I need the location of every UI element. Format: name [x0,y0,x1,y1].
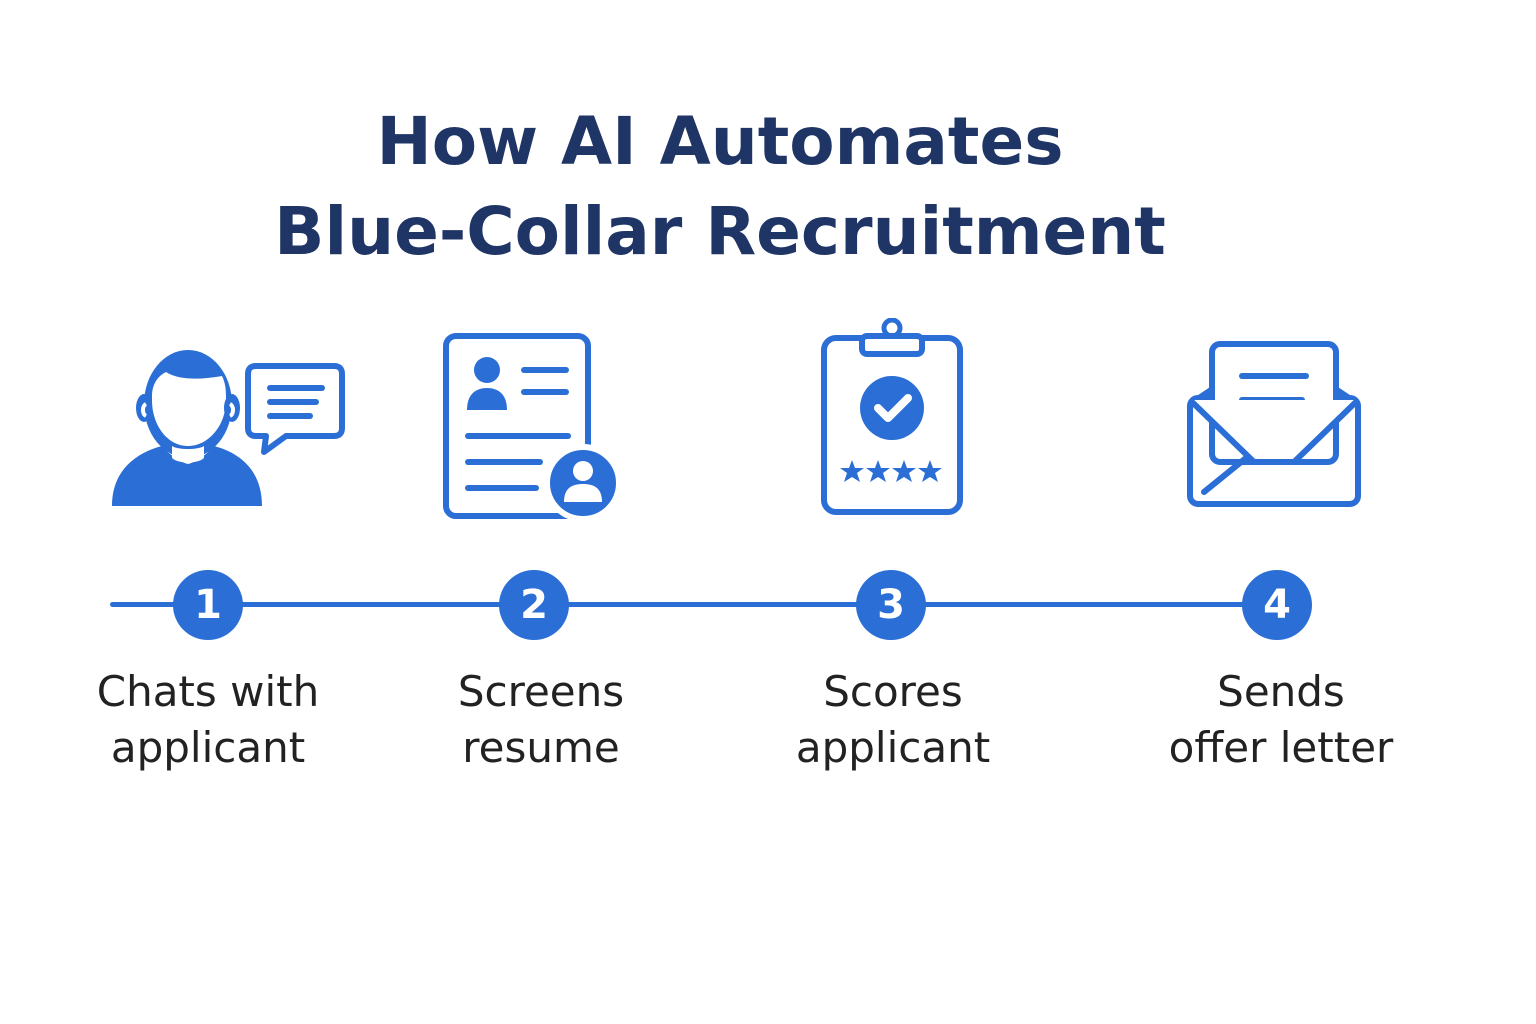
step-3-number: 3 [856,570,926,640]
step-4-label: Sends offer letter [1131,664,1431,776]
step-3-label: Scores applicant [743,664,1043,776]
step-1-label: Chats with applicant [58,664,358,776]
step-4-label-line-2: offer letter [1168,723,1394,772]
step-2-label-line-2: resume [462,723,620,772]
step-4-label-line-1: Sends [1217,667,1345,716]
step-3-label-line-1: Scores [823,667,963,716]
step-1-number: 1 [173,570,243,640]
person-chat-icon [104,318,354,513]
timeline-line [110,602,1278,607]
envelope-letter-icon [1184,338,1366,513]
clipboard-rating-icon [818,318,968,518]
step-4-number: 4 [1242,570,1312,640]
step-2-label-line-1: Screens [457,667,625,716]
step-3-label-line-2: applicant [795,723,991,772]
step-1-label-line-1: Chats with [96,667,320,716]
step-1-label-line-2: applicant [110,723,306,772]
page-title-line-1: How AI Automates [376,103,1064,180]
step-2-label: Screens resume [391,664,691,776]
resume-icon [440,330,625,525]
page-title-line-2: Blue-Collar Recruitment [274,193,1166,270]
step-2-number: 2 [499,570,569,640]
